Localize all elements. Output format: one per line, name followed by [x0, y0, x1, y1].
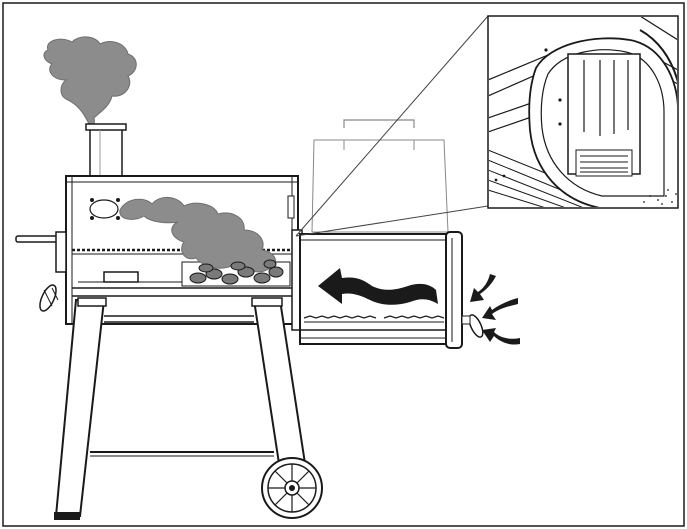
- charcoal-briquettes-icon: [189, 259, 284, 285]
- firebox-baffle-detail: [487, 15, 679, 209]
- damper-handle-icon: [39, 284, 59, 312]
- airflow-arrow-icon: [318, 268, 438, 305]
- air-intake-arrow-icon: [470, 274, 520, 345]
- left-side-handle: [15, 231, 67, 273]
- wheel-icon: [261, 457, 323, 519]
- offset-firebox: [291, 119, 484, 349]
- smoke-plume: [43, 36, 137, 126]
- cart-frame: [54, 297, 308, 520]
- chimney-stack: [85, 123, 127, 179]
- zoom-lines: [295, 15, 489, 237]
